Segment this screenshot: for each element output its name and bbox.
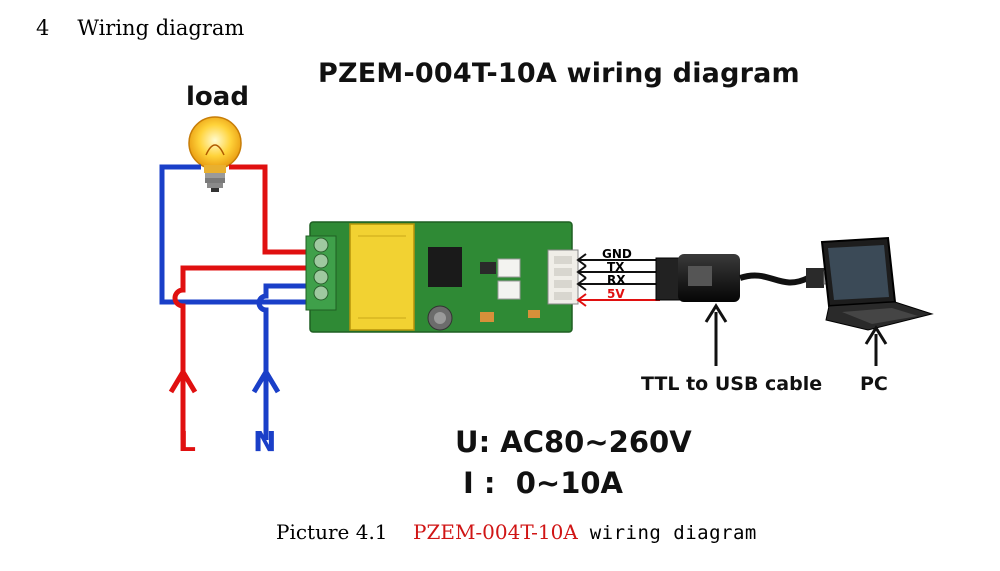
caption-prefix: Picture 4.1 [276,520,388,544]
load-wire-red [229,164,314,255]
pzem-module [305,221,579,333]
diagram-title: PZEM-004T-10A wiring diagram [318,58,800,89]
section-number: 4 [36,16,50,40]
current-symbol: I [463,466,474,500]
caption-rest: wiring diagram [589,522,757,544]
neutral-label: N [253,425,277,458]
voltage-spec: U: AC80~260V [455,425,692,459]
pin-gnd: GND [602,247,632,261]
laptop-icon [820,236,934,331]
line-wire [172,265,314,440]
voltage-symbol: U [455,425,479,459]
voltage-value: AC80~260V [500,425,692,459]
pc-label: PC [860,373,888,395]
line-label: L [178,425,196,458]
pin-rx: RX [607,273,626,287]
neutral-arrow-icon [251,367,281,394]
pc-arrow-icon [864,325,888,345]
cable-label: TTL to USB cable [641,373,823,395]
load-label: load [186,82,249,112]
load-wire-blue [159,164,314,305]
neutral-wire [256,283,314,440]
section-title: Wiring diagram [77,16,245,40]
caption-model: PZEM-004T-10A [412,520,578,544]
cable-arrow-icon [704,303,728,323]
figure-caption: Picture 4.1 PZEM-004T-10A wiring diagram [276,520,757,544]
pin-tx: TX [607,260,625,274]
section-heading: 4 Wiring diagram [36,16,244,40]
pin-5v: 5V [607,287,625,301]
current-spec: I : 0~10A [463,466,623,500]
bulb-icon [188,116,242,192]
line-arrow-icon [168,367,198,394]
current-value: 0~10A [515,466,623,500]
ttl-usb-adapter [655,254,837,302]
usb-cable [739,272,810,286]
